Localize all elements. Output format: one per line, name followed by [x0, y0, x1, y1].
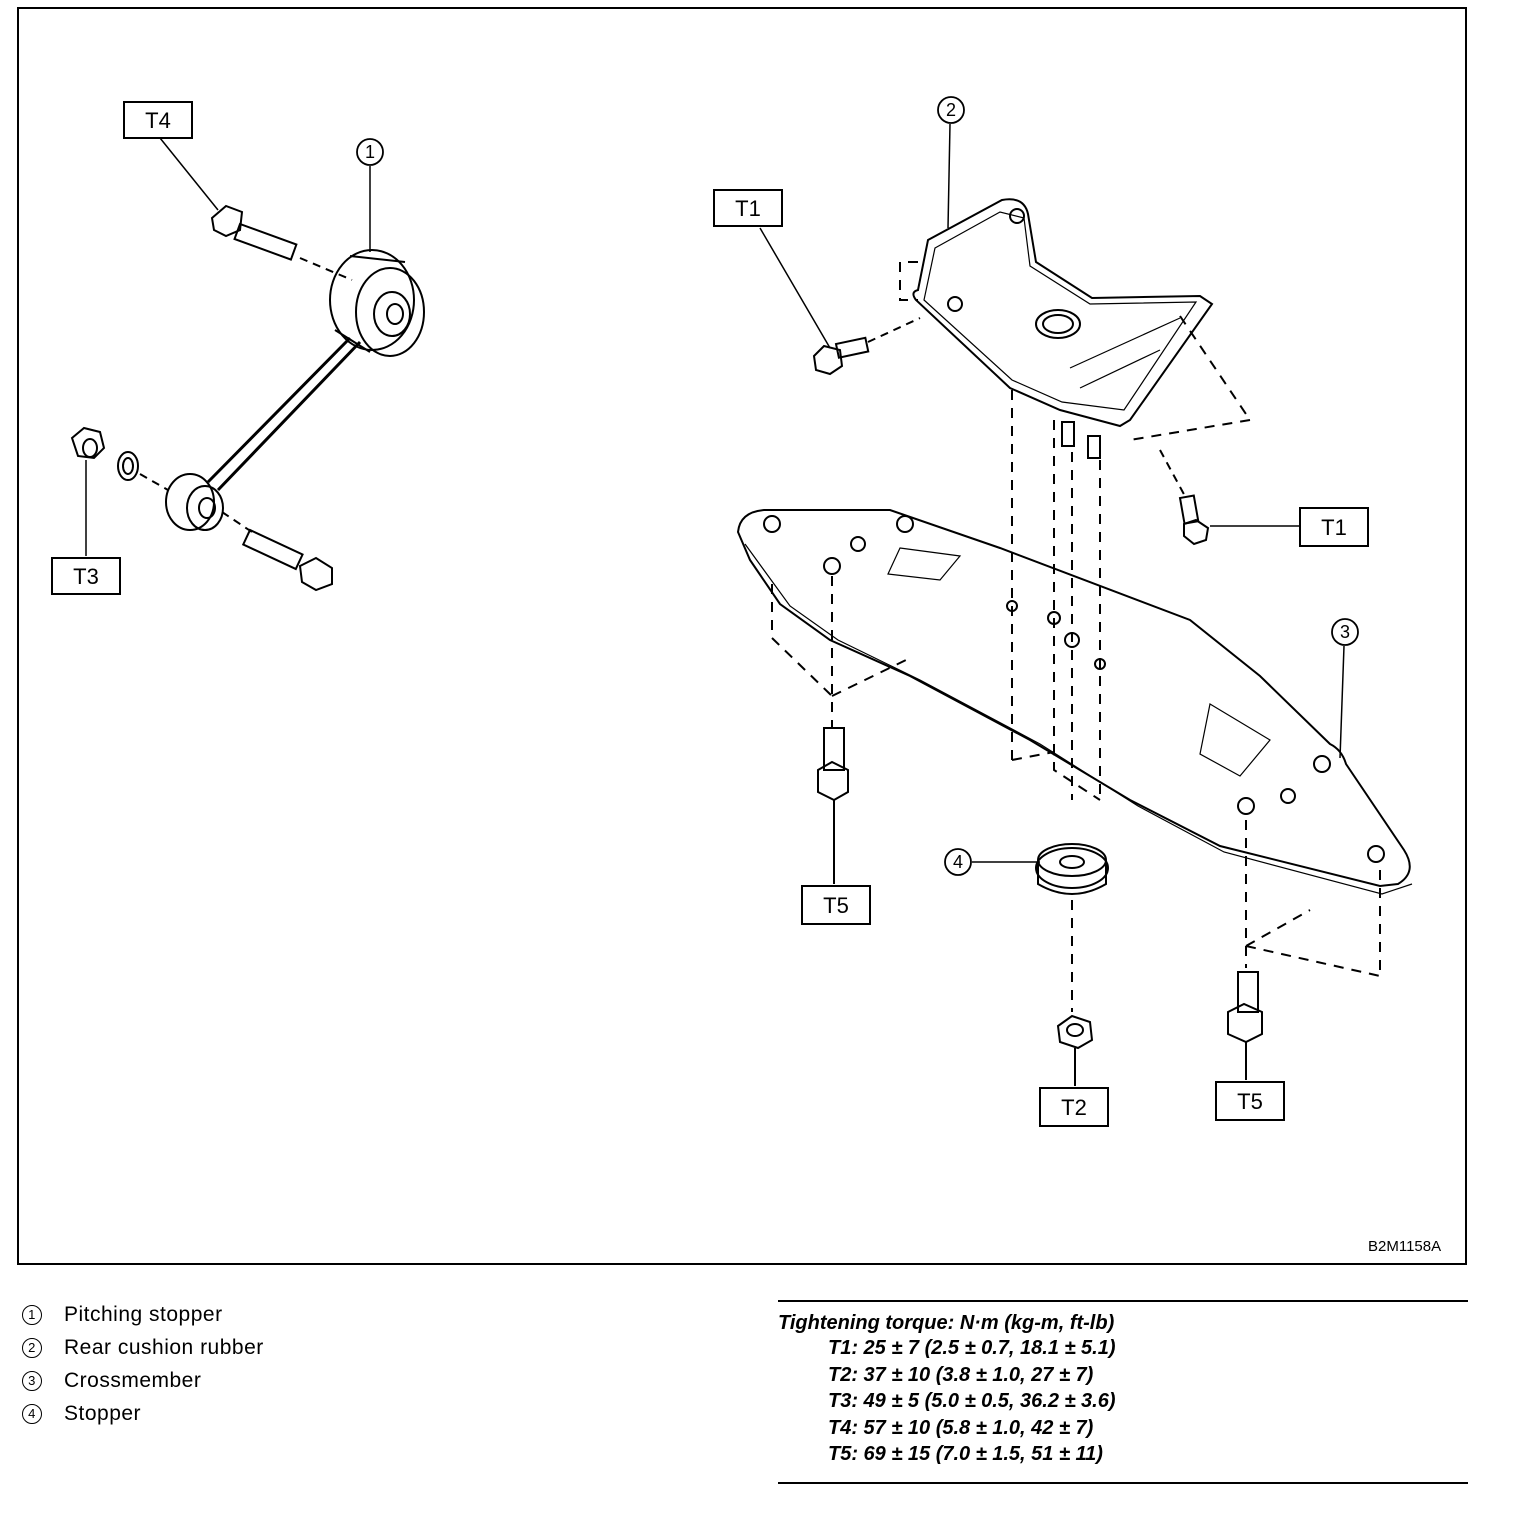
- legend-label: Pitching stopper: [64, 1302, 223, 1326]
- exploded-diagram: T4 T1 T3 T1 T5 T2 T5 1 2 3 4: [17, 7, 1467, 1265]
- torque-divider-bottom: [778, 1481, 1468, 1484]
- parts-legend: 1 Pitching stopper 2 Rear cushion rubber…: [22, 1298, 264, 1430]
- torque-title: Tightening torque: N·m (kg-m, ft-lb): [778, 1312, 1115, 1334]
- torque-tag-t2: T2: [1061, 1095, 1087, 1120]
- legend-number: 2: [22, 1337, 42, 1358]
- part-callout-circle-2: [937, 96, 965, 124]
- part-callout-3: 3: [1340, 622, 1350, 642]
- torque-row: T5: 69 ± 15 (7.0 ± 1.5, 51 ± 11): [828, 1443, 1103, 1465]
- torque-tag-box-t4: [123, 101, 193, 139]
- crossmember-drawing: [736, 390, 1413, 1080]
- torque-tag-t1-top: T1: [735, 196, 761, 221]
- torque-divider-top: [778, 1300, 1468, 1302]
- legend-item: 4 Stopper: [22, 1397, 264, 1430]
- legend-number: 1: [22, 1304, 42, 1325]
- part-callout-1: 1: [365, 142, 375, 162]
- torque-tag-t4: T4: [145, 108, 171, 133]
- torque-tag-box-t2: [1039, 1087, 1109, 1127]
- legend-label: Crossmember: [64, 1368, 202, 1392]
- diagram-frame: [17, 7, 1467, 1265]
- part-callout-2: 2: [946, 100, 956, 120]
- torque-tag-t5-left: T5: [823, 893, 849, 918]
- torque-tag-t3: T3: [73, 564, 99, 589]
- part-callout-circle-3: [1331, 618, 1359, 646]
- torque-tag-box-t3: [51, 557, 121, 595]
- torque-tag-box-t1-top: [713, 189, 783, 227]
- part-callout-circle-1: [356, 138, 384, 166]
- torque-tag-box-t1-right: [1299, 507, 1369, 547]
- torque-row: T2: 37 ± 10 (3.8 ± 1.0, 27 ± 7): [828, 1363, 1094, 1386]
- legend-item: 2 Rear cushion rubber: [22, 1331, 264, 1364]
- stopper-drawing: [1035, 843, 1109, 1086]
- leader-lines: [85, 123, 1345, 863]
- torque-tag-t1-right: T1: [1321, 515, 1347, 540]
- torque-row: T4: 57 ± 10 (5.8 ± 1.0, 42 ± 7): [828, 1416, 1094, 1439]
- legend-number: 4: [22, 1403, 42, 1424]
- legend-item: 1 Pitching stopper: [22, 1298, 264, 1331]
- torque-tag-box-t5-right: [1215, 1081, 1285, 1121]
- rear-cushion-rubber-drawing: [812, 198, 1251, 546]
- torque-tag-t5-right: T5: [1237, 1089, 1263, 1114]
- legend-label: Stopper: [64, 1401, 142, 1425]
- legend-item: 3 Crossmember: [22, 1364, 264, 1397]
- torque-tag-box-t5-left: [801, 885, 871, 925]
- torque-row: T1: 25 ± 7 (2.5 ± 0.7, 18.1 ± 5.1): [828, 1337, 1116, 1359]
- torque-table: Tightening torque: N·m (kg-m, ft-lb) T1:…: [778, 1300, 1468, 1484]
- part-callout-4: 4: [953, 852, 963, 872]
- legend-label: Rear cushion rubber: [64, 1335, 264, 1359]
- torque-row: T3: 49 ± 5 (5.0 ± 0.5, 36.2 ± 3.6): [828, 1390, 1116, 1412]
- legend-number: 3: [22, 1370, 42, 1391]
- part-callout-circle-4: [944, 848, 972, 876]
- figure-id: B2M1158A: [1368, 1238, 1442, 1255]
- pitching-stopper-drawing: [70, 204, 425, 592]
